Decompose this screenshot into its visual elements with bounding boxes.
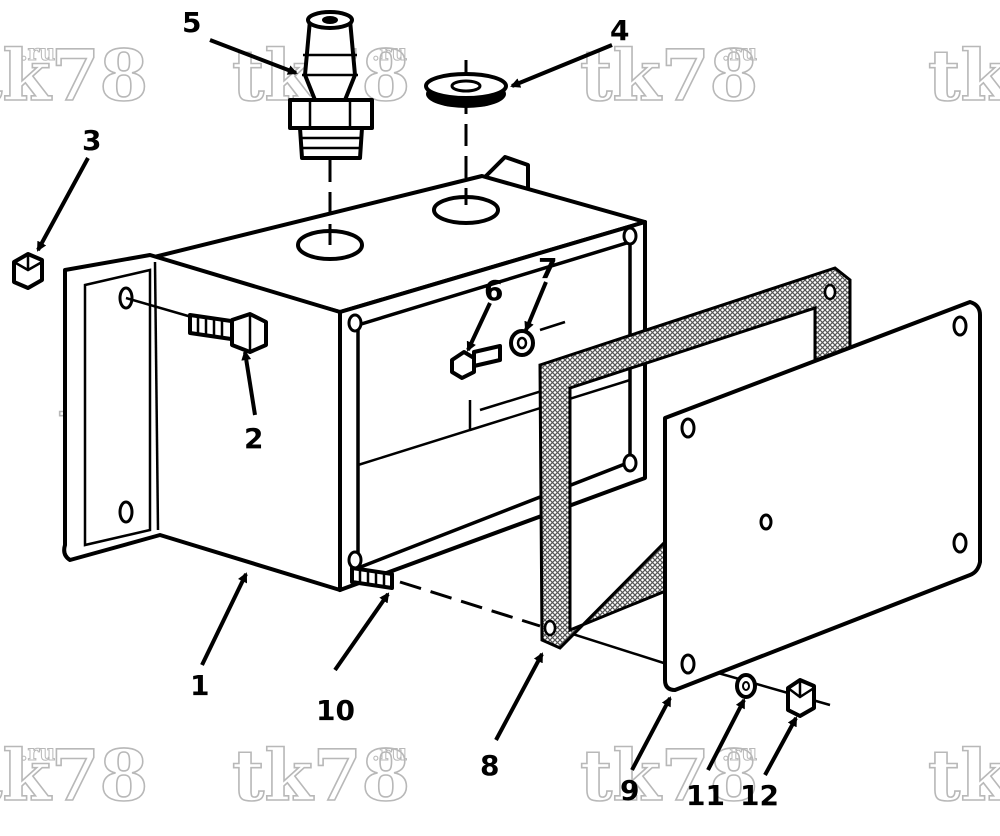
- callout-7: 7: [538, 252, 557, 285]
- callout-6: 6: [484, 274, 503, 307]
- callout-3: 3: [82, 124, 101, 157]
- watermark-suffix: .ru: [722, 40, 757, 66]
- callout-12: 12: [740, 779, 779, 812]
- cover-washer: [735, 673, 757, 699]
- flange-nut: [12, 252, 44, 290]
- leader-arrows: [36, 38, 798, 776]
- watermark-text: tk78: [232, 734, 410, 817]
- hose-barb-fitting: [288, 10, 374, 160]
- watermark-text: tk78: [0, 34, 148, 117]
- assembly-lines: [125, 60, 831, 707]
- callout-5: 5: [182, 6, 201, 39]
- lock-washer: [509, 329, 535, 357]
- callout-2: 2: [244, 422, 263, 455]
- callout-labels: 1 2 3 4 5 6 7 8 9 10 11 12: [82, 6, 779, 812]
- callout-4: 4: [610, 14, 629, 47]
- top-washer: [424, 72, 508, 108]
- watermark-suffix: .ru: [20, 40, 55, 66]
- cover-nut: [786, 678, 816, 718]
- callout-10: 10: [316, 694, 355, 727]
- watermark-text: tk78: [928, 734, 1000, 817]
- watermark-text: tk78: [580, 734, 758, 817]
- watermark-suffix: .ru: [20, 740, 55, 766]
- callout-9: 9: [620, 774, 639, 807]
- small-screw: [450, 344, 502, 380]
- cover-plate: [663, 300, 982, 692]
- threaded-stud: [350, 566, 394, 590]
- watermark-text: tk78: [928, 34, 1000, 117]
- watermark-suffix: .ru: [372, 740, 407, 766]
- callout-11: 11: [686, 779, 725, 812]
- callout-1: 1: [190, 669, 209, 702]
- watermark-text: tk78: [0, 734, 148, 817]
- hex-bolt: [188, 312, 268, 354]
- callout-8: 8: [480, 749, 499, 782]
- watermark-suffix: .ru: [372, 40, 407, 66]
- watermark-suffix: .ru: [722, 740, 757, 766]
